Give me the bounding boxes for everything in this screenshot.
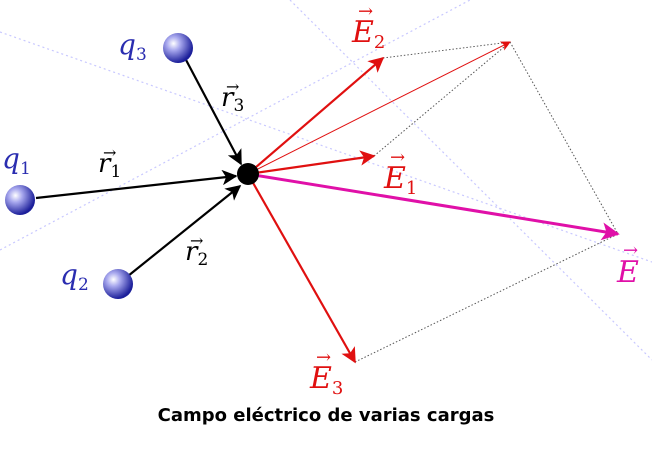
resultant-label: → E xyxy=(616,240,639,290)
construction-line xyxy=(382,41,511,59)
svg-text:→: → xyxy=(226,77,239,96)
field-label-e3: → E3 xyxy=(309,347,343,399)
svg-text:→: → xyxy=(623,240,638,261)
charge-label-q2: q2 xyxy=(60,258,89,295)
construction-line xyxy=(509,41,619,235)
construction-line xyxy=(373,41,511,157)
field-sum-e1-e2 xyxy=(247,41,511,175)
field-vector-e2 xyxy=(247,56,385,175)
charge-label-q1: q1 xyxy=(2,142,31,179)
position-label-r2: → r2 xyxy=(185,231,208,270)
svg-text:r3: r3 xyxy=(221,83,244,116)
position-vector-r2 xyxy=(127,185,242,277)
svg-text:→: → xyxy=(316,347,331,368)
resultant-field-vector xyxy=(247,172,620,241)
svg-text:→: → xyxy=(103,143,116,162)
charge-label-q3: q3 xyxy=(118,28,147,65)
svg-text:E2: E2 xyxy=(351,15,385,53)
svg-text:r2: r2 xyxy=(185,237,208,270)
position-vector-r1 xyxy=(35,169,238,200)
field-point xyxy=(237,163,259,185)
charge-q1-ball xyxy=(5,185,35,215)
figure-caption: Campo eléctrico de varias cargas xyxy=(157,405,495,426)
charge-q3-ball xyxy=(163,33,193,63)
svg-text:→: → xyxy=(358,1,373,22)
field-vector-e1 xyxy=(247,150,376,176)
construction-line xyxy=(354,233,619,363)
position-label-r1: → r1 xyxy=(98,143,121,182)
svg-text:r1: r1 xyxy=(98,149,121,182)
position-vector-r3 xyxy=(184,57,242,166)
svg-text:E1: E1 xyxy=(383,161,417,199)
charge-q2-ball xyxy=(103,269,133,299)
svg-text:→: → xyxy=(190,231,203,250)
field-diagram-svg: q1 q2 q3 → r1 → r2 → r3 → E2 → E1 → E3 →… xyxy=(0,0,652,399)
svg-text:→: → xyxy=(390,147,405,168)
field-vector-e3 xyxy=(247,173,356,364)
background-guide-line xyxy=(0,0,471,251)
background-guide-line xyxy=(0,31,652,263)
position-label-r3: → r3 xyxy=(221,77,244,116)
svg-text:E: E xyxy=(616,255,639,290)
background-guide-line xyxy=(289,0,652,361)
svg-text:E3: E3 xyxy=(309,361,343,399)
field-label-e1: → E1 xyxy=(383,147,417,199)
field-label-e2: → E2 xyxy=(351,1,385,53)
